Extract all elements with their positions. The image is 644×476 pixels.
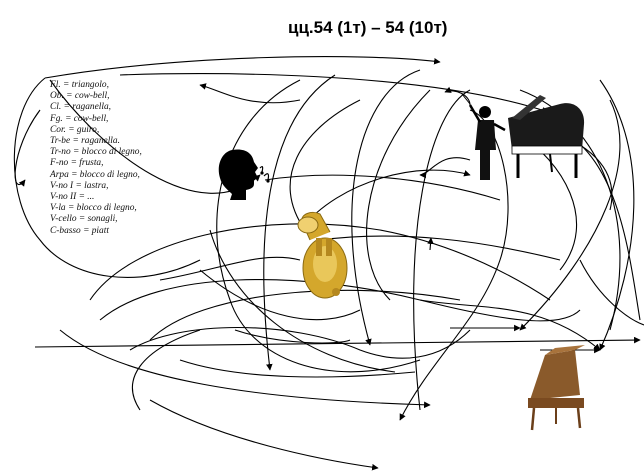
instrument-line: Arpa = blocco di legno,	[50, 169, 140, 180]
arrow-curve	[263, 74, 336, 371]
arrow-curve	[89, 223, 551, 301]
instrument-line: Ob. = cow-bell,	[50, 91, 110, 102]
arrow-curve	[44, 56, 441, 79]
instrument-line: Fl. = triangolo,	[50, 80, 109, 90]
instrument-line: Fg. = cow-bell,	[50, 113, 109, 124]
arrow-curve	[351, 69, 421, 346]
arrow-curve	[119, 73, 549, 114]
arrow-curve	[599, 79, 635, 351]
arrow-curve	[149, 289, 461, 341]
instrument-line: Tr-no = blocco di legno,	[50, 147, 142, 158]
instrument-line: Cor. = guiro,	[50, 124, 100, 135]
arrow-curve	[99, 279, 581, 322]
arrow-line	[34, 336, 641, 348]
conductor-icon	[461, 93, 506, 180]
instrument-line: Tr-be = raganella.	[50, 136, 120, 147]
arrow-curve	[413, 89, 471, 411]
arrow-curve	[519, 89, 621, 331]
arrow-curve	[579, 259, 644, 326]
arrow-curve	[234, 329, 351, 344]
instrument-line: C-basso = piatt	[50, 225, 109, 236]
arrow-curve	[519, 134, 578, 271]
instrument-line: Cl. = raganella,	[50, 102, 112, 113]
arrow-curve	[216, 79, 421, 373]
arrow-curve	[519, 99, 621, 331]
arrow-curve	[419, 299, 601, 351]
arrow-curve	[419, 157, 471, 179]
arrow-curve	[14, 109, 41, 187]
arrow-curve	[131, 329, 201, 411]
arrow-curve	[209, 229, 396, 373]
arrow-curve	[159, 256, 301, 281]
instrument-list: Fl. = triangolo, Ob. = cow-bell, Cl. = r…	[50, 80, 200, 237]
arrow-curve	[289, 99, 361, 231]
instrument-line: V-no I = lastra,	[50, 180, 109, 191]
arrow-curve	[366, 89, 431, 301]
arrow-curve	[13, 77, 201, 278]
instrument-line: V-cello = sonagli,	[50, 214, 118, 225]
arrow-curve	[319, 235, 561, 261]
arrow-curve	[427, 237, 434, 251]
harpsichord-icon	[528, 345, 585, 431]
arrow-curve	[299, 169, 471, 231]
arrow-lines	[34, 324, 641, 354]
arrow-curve	[149, 399, 379, 471]
instrument-line: V-no II = ...	[50, 192, 95, 203]
singer-icon	[218, 149, 270, 200]
instrument-line: V-la = blocco di legno,	[50, 203, 137, 214]
arrow-curve	[179, 359, 416, 378]
arrow-curve	[264, 174, 501, 201]
arrow-curve	[444, 86, 471, 106]
arrow-curve	[199, 83, 301, 104]
grand-piano-icon	[508, 95, 585, 178]
diagram-title: цц.54 (1т) – 54 (10т)	[288, 18, 448, 37]
instrument-line: F-no = frusta,	[50, 158, 104, 169]
arrow-curve	[199, 269, 361, 321]
tuba-icon	[297, 211, 348, 299]
arrow-curve	[59, 329, 431, 409]
arrow-curve	[129, 326, 471, 359]
